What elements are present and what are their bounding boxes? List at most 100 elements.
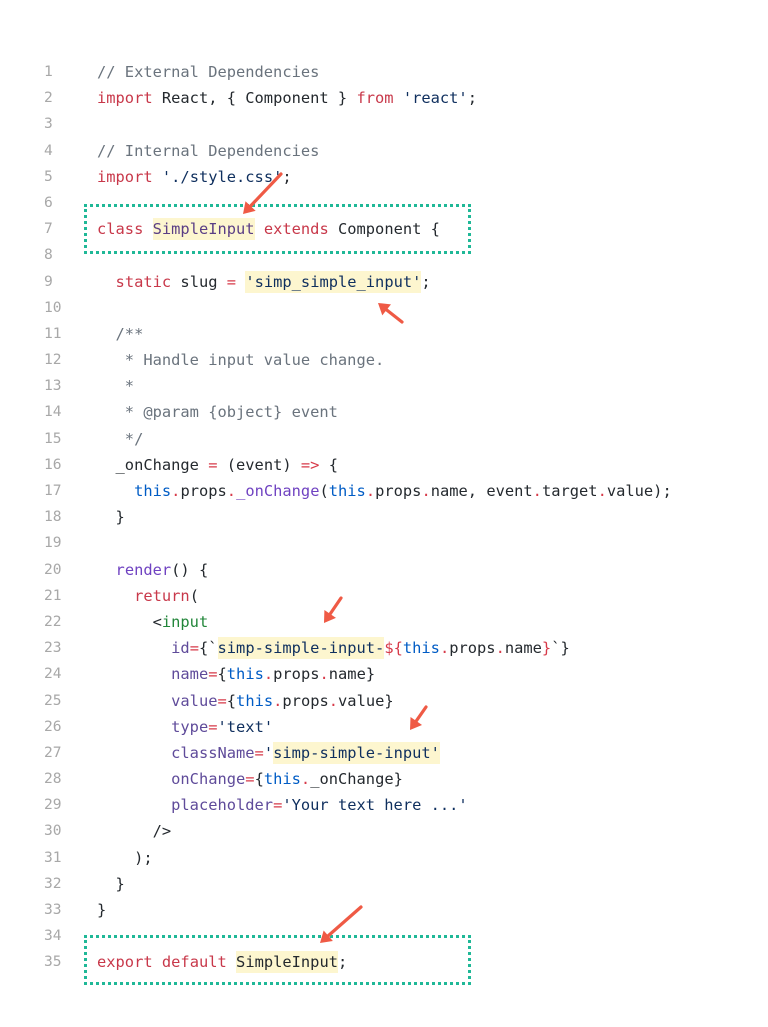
code-line: 18 } [0,504,768,530]
line-number: 21 [44,586,62,604]
code-line: 27 className='simp-simple-input' [0,740,768,766]
arrow-to-id-value-icon [324,596,343,623]
code-token: ( [319,482,329,500]
code-token: = [217,691,227,710]
line-source: /> [97,818,172,844]
code-line: 13 * [0,373,768,399]
code-token: . [421,482,431,500]
code-token: 'text' [217,717,274,736]
code-token: './style.css' [161,167,283,186]
highlighted-token: SimpleInput [236,951,338,974]
line-number: 29 [44,796,62,814]
code-line: 15 */ [0,426,768,452]
code-token: } [97,901,107,919]
code-token: slug [171,272,227,291]
code-line: 3 [0,111,768,137]
code-token: 'Your text here ...' [282,796,468,815]
line-source: ); [97,845,153,871]
highlighted-token: simp-simple-input- [217,637,385,660]
code-line: 30 /> [0,818,768,844]
code-token: () { [171,560,209,579]
code-line: 31 ); [0,845,768,871]
line-number: 8 [44,246,53,264]
code-token: . [597,482,607,500]
code-token: ' [263,743,274,762]
line-number: 22 [44,612,62,630]
line-number: 26 [44,717,62,735]
code-line: 16 _onChange = (event) => { [0,452,768,478]
line-source: * [97,373,134,399]
code-token: * [97,377,135,396]
line-source: render() { [97,557,209,583]
code-token: export [97,953,153,972]
code-token: props [273,665,320,684]
line-number: 30 [44,822,62,840]
code-token: = [226,272,237,291]
code-token: `} [551,639,570,658]
code-token: this [226,665,264,684]
code-token: // Internal Dependencies [97,141,320,160]
line-number: 32 [44,874,62,892]
line-source: id={`simp-simple-input-${this.props.name… [97,635,570,661]
code-line: 11 /** [0,321,768,347]
code-token: class [97,220,144,239]
line-number: 14 [44,403,62,421]
code-line: 29 placeholder='Your text here ...' [0,792,768,818]
line-source: * @param {object} event [97,399,338,425]
code-token: name, event [430,482,533,500]
code-token: static [115,272,172,291]
code-token: value [171,691,218,710]
code-line: 10 [0,295,768,321]
line-source: export default SimpleInput; [97,949,347,975]
code-token: /** [97,324,144,343]
highlighted-token: 'simp_simple_input' [245,270,422,293]
code-token: _onChange [97,455,209,474]
line-number: 33 [44,901,62,918]
line-number: 6 [44,193,53,211]
code-token: . [263,665,274,684]
code-token: = [189,639,199,658]
code-token: target [541,482,598,500]
line-source: placeholder='Your text here ...' [97,792,468,818]
code-token: onChange [171,770,246,789]
line-source: } [97,897,106,923]
code-token: props [449,639,496,658]
code-token: props [180,482,227,500]
code-token: name} [328,665,376,684]
code-token: _onChange} [310,770,403,789]
highlighted-token: simp-simple-input' [273,741,440,764]
line-source: type='text' [97,714,273,740]
code-line: 20 render() { [0,557,768,583]
code-line: 21 return( [0,583,768,609]
line-number: 13 [44,377,62,395]
code-token: . [495,639,505,658]
code-token: = [208,665,218,684]
class-declaration-box [84,204,471,254]
code-token: = [208,455,218,474]
code-token: this [236,691,274,710]
line-number: 20 [44,560,62,578]
code-line: 4// Internal Dependencies [0,138,768,164]
code-token: type [171,717,209,736]
code-token: ; [467,89,477,108]
code-token: import [97,89,153,108]
code-token: ; [421,272,431,291]
code-token: placeholder [171,796,274,815]
line-number: 7 [44,220,53,238]
code-line: 32 } [0,871,768,897]
arrow-to-slug-icon [378,303,404,324]
line-source: * Handle input value change. [97,347,384,373]
code-token: . [171,482,181,500]
code-token: return [134,586,190,605]
line-number: 27 [44,743,62,761]
code-line: 33} [0,897,768,923]
code-token: { [254,770,264,789]
code-line: 1// External Dependencies [0,59,768,85]
code-token: { [217,665,227,684]
line-number: 11 [44,324,62,342]
code-token: value} [338,691,394,710]
line-number: 15 [44,429,62,447]
code-token: = [254,743,264,762]
code-token: id [171,639,190,658]
